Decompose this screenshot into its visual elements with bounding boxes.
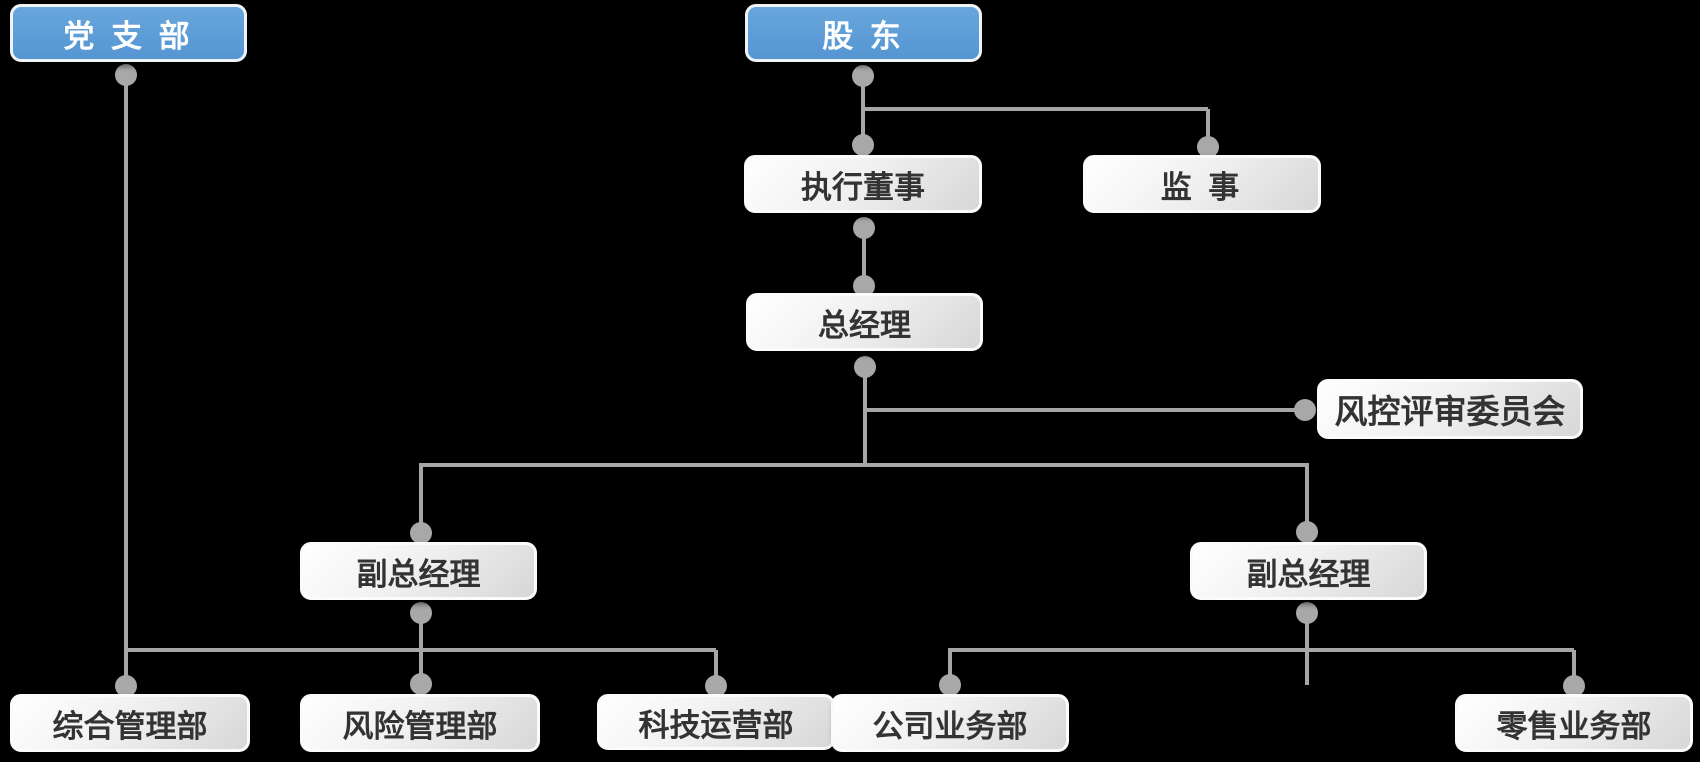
node-general-management-dept: 综合管理部: [10, 694, 250, 752]
dot-deputy-left-bottom: [410, 602, 432, 624]
node-retail-business-dept-label: 零售业务部: [1496, 708, 1652, 744]
connector-shareholders-branch: [861, 107, 1208, 111]
connector-gm-stem: [863, 367, 867, 465]
connector-deputy-right-drop: [1305, 465, 1309, 532]
dot-risk-committee-left: [1294, 399, 1316, 421]
connector-supervisor-drop: [1206, 109, 1210, 147]
node-party-branch: 党 支 部: [10, 4, 247, 62]
dot-general-management-top: [115, 675, 137, 697]
dot-retail-business-top: [1563, 675, 1585, 697]
connector-party-branch-stem: [124, 75, 128, 686]
dot-deputy-right-bottom: [1296, 602, 1318, 624]
dot-technology-operations-top: [705, 675, 727, 697]
node-technology-operations-dept: 科技运营部: [597, 694, 835, 750]
node-executive-director: 执行董事: [744, 155, 982, 213]
connector-ed-to-gm: [862, 228, 866, 286]
node-risk-control-review-committee-label: 风控评审委员会: [1334, 393, 1566, 430]
node-deputy-general-manager-right-label: 副总经理: [1246, 556, 1371, 592]
dot-risk-management-top: [410, 673, 432, 695]
node-supervisor: 监 事: [1083, 155, 1321, 213]
node-executive-director-label: 执行董事: [801, 169, 925, 205]
node-deputy-general-manager-right: 副总经理: [1190, 542, 1427, 600]
node-risk-management-dept: 风险管理部: [300, 694, 540, 752]
connector-retail-biz-drop: [1572, 650, 1576, 686]
dot-deputy-right-top: [1296, 521, 1318, 543]
connector-deputy-left-drop: [419, 465, 423, 533]
dot-corporate-business-top: [939, 674, 961, 696]
connector-tech-ops-drop: [714, 650, 718, 686]
dot-supervisor-top: [1197, 136, 1219, 158]
node-corporate-business-dept: 公司业务部: [831, 694, 1069, 752]
node-technology-operations-dept-label: 科技运营部: [638, 707, 794, 743]
node-risk-management-dept-label: 风险管理部: [342, 708, 498, 744]
connector-risk-committee-branch: [865, 408, 1305, 412]
node-supervisor-label: 监 事: [1160, 169, 1244, 205]
connector-deputy-branch: [419, 463, 1309, 467]
connector-right-depts-branch: [948, 648, 1574, 652]
dot-general-manager-bottom: [854, 356, 876, 378]
node-deputy-general-manager-left: 副总经理: [300, 542, 537, 600]
node-party-branch-label: 党 支 部: [63, 18, 194, 54]
node-corporate-business-dept-label: 公司业务部: [872, 708, 1028, 744]
dot-general-manager-top: [853, 275, 875, 297]
connector-left-depts-branch: [126, 648, 716, 652]
node-general-manager-label: 总经理: [818, 307, 911, 343]
node-shareholders-label: 股 东: [822, 18, 905, 54]
node-general-management-dept-label: 综合管理部: [52, 708, 208, 744]
node-retail-business-dept: 零售业务部: [1455, 694, 1693, 752]
dot-deputy-left-top: [410, 522, 432, 544]
node-general-manager: 总经理: [746, 293, 983, 351]
dot-executive-director-top: [852, 134, 874, 156]
dot-party-branch-bottom: [115, 64, 137, 86]
dot-shareholders-bottom: [852, 65, 874, 87]
connector-corporate-biz-drop: [948, 650, 952, 685]
node-risk-control-review-committee: 风控评审委员会: [1317, 379, 1583, 439]
node-deputy-general-manager-left-label: 副总经理: [356, 556, 481, 592]
node-shareholders: 股 东: [745, 4, 982, 62]
dot-executive-director-bottom: [853, 217, 875, 239]
